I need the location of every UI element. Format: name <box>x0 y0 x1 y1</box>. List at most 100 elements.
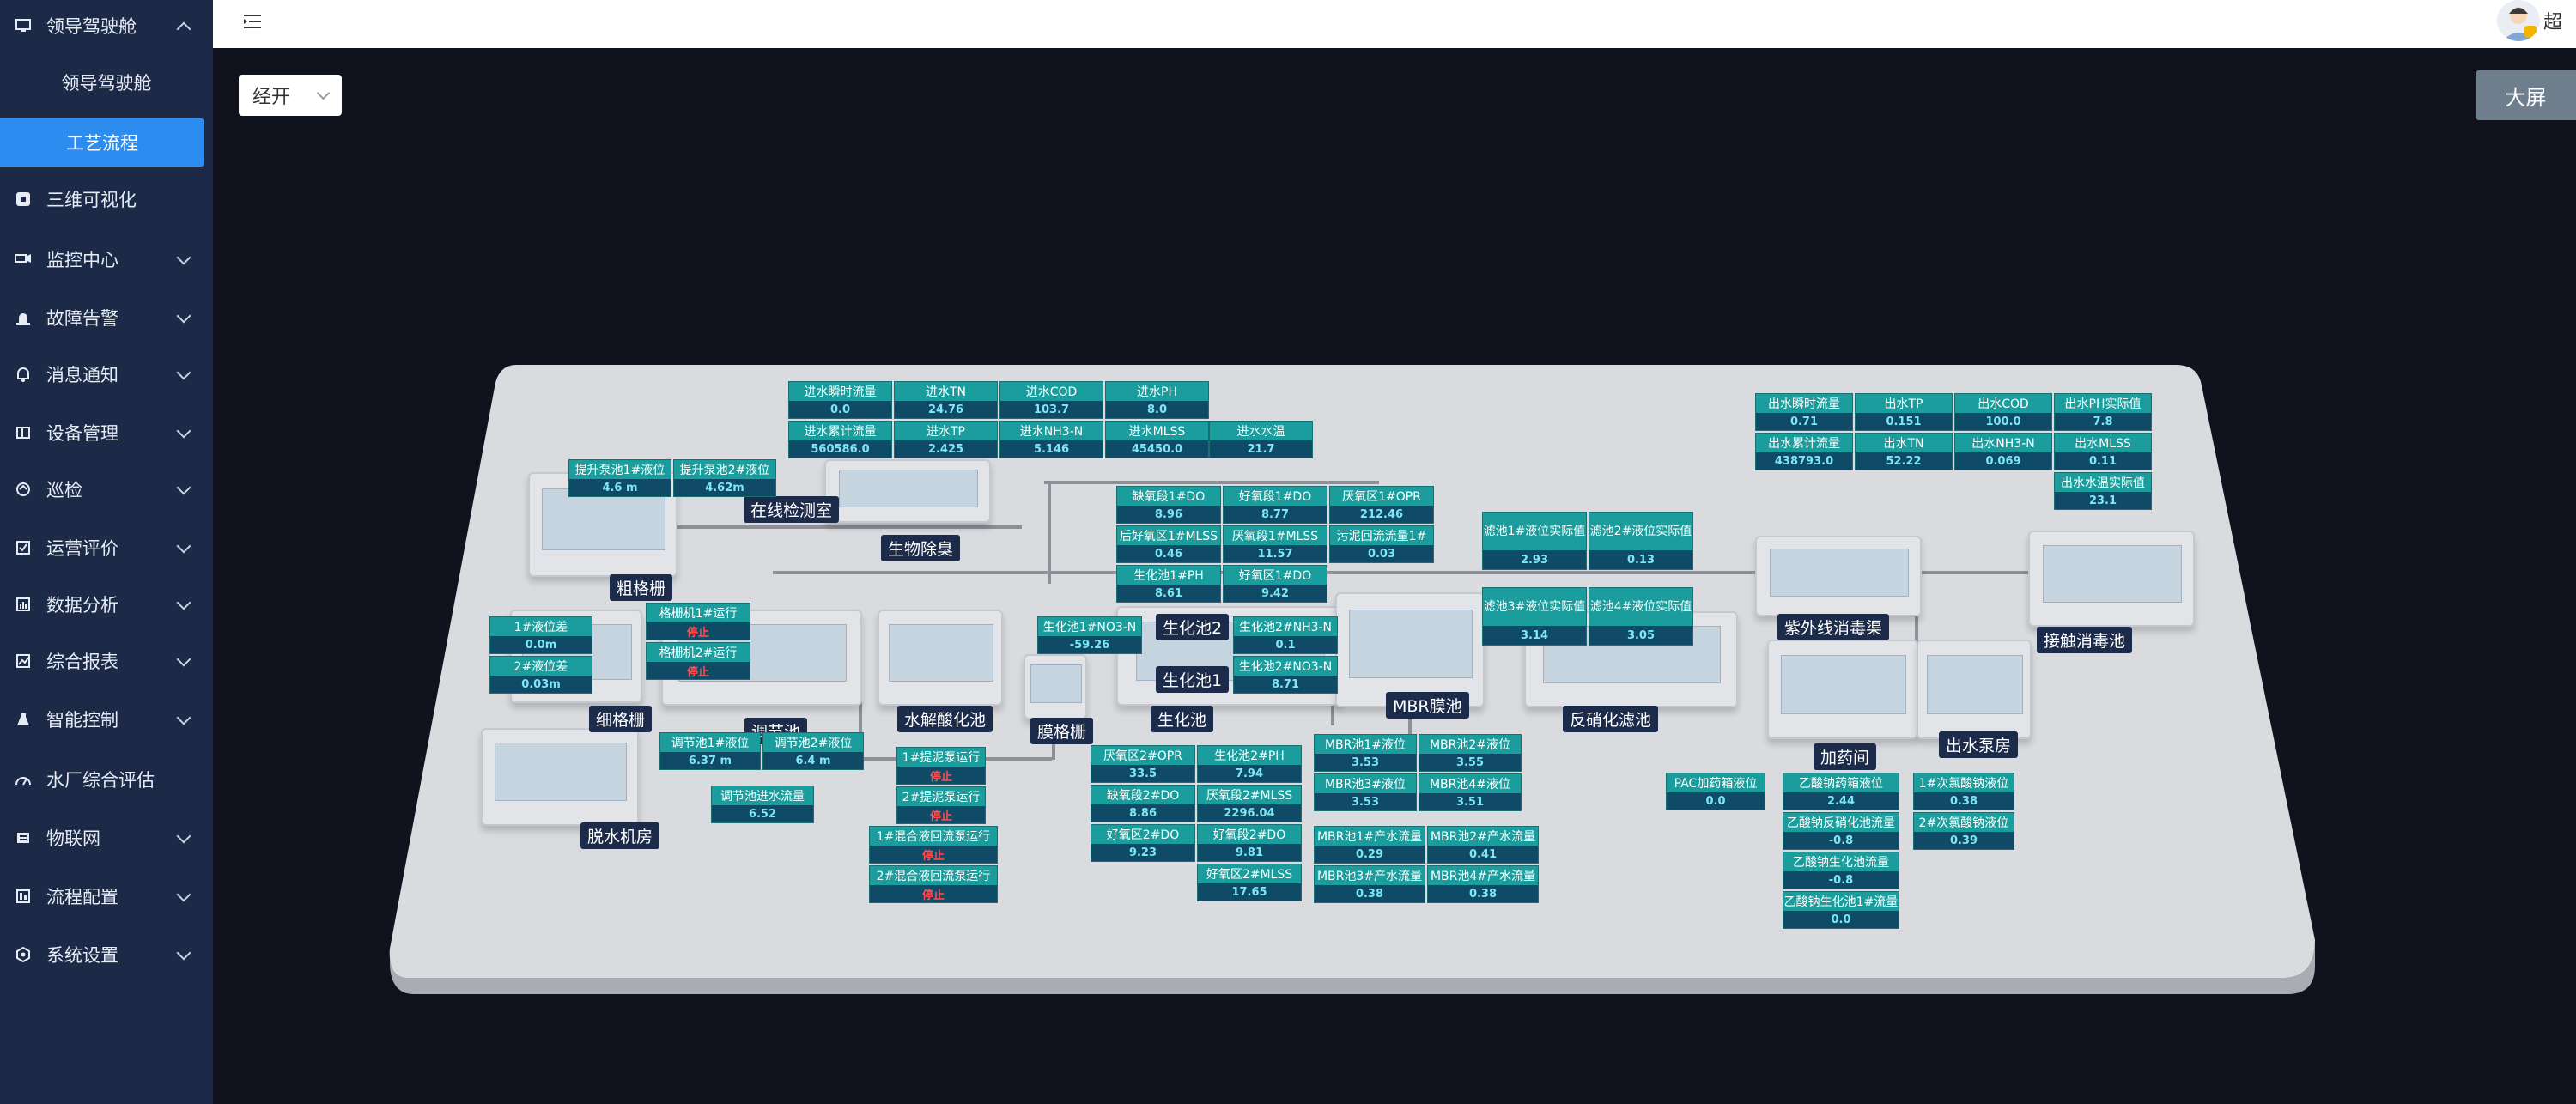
bio-deodor-tank[interactable] <box>824 459 991 523</box>
menu-evaluation[interactable]: 运营评价 <box>0 522 213 573</box>
bio-cell[interactable]: 生化池1#NO3-N-59.26 <box>1037 616 1142 654</box>
membrane-screen-tank[interactable] <box>1024 654 1087 719</box>
dosing-room-tank[interactable] <box>1767 640 1918 739</box>
screen-machine-cell[interactable]: 格栅机1#运行停止 <box>646 603 750 640</box>
pump-cell[interactable]: 1#混合液回流泵运行停止 <box>869 826 998 864</box>
uv-channel-tank[interactable] <box>1755 536 1922 616</box>
contact-pool-tank[interactable] <box>2028 531 2195 627</box>
menu-message[interactable]: 消息通知 <box>0 349 213 400</box>
area-select[interactable]: 经开 <box>239 75 342 116</box>
mbr-pool-tank[interactable] <box>1335 592 1485 707</box>
pump-cell[interactable]: 2#提泥泵运行停止 <box>896 786 986 824</box>
avatar[interactable] <box>2497 0 2540 41</box>
menu-smart-control[interactable]: 智能控制 <box>0 694 213 745</box>
menu-device[interactable]: 设备管理 <box>0 407 213 458</box>
menu-fault-alarm[interactable]: 故障告警 <box>0 292 213 343</box>
menu-report[interactable]: 综合报表 <box>0 635 213 687</box>
menu-fold-icon[interactable] <box>244 12 263 31</box>
menu-iot[interactable]: 物联网 <box>0 812 213 864</box>
user-name[interactable]: 超 <box>2543 12 2563 33</box>
outlet-pump-tank[interactable] <box>1917 640 2032 739</box>
dewatering-tank[interactable] <box>481 728 639 826</box>
menu-monitor-center[interactable]: 监控中心 <box>0 234 213 285</box>
dosing-cell[interactable]: 乙酸钠反硝化池流量-0.8 <box>1783 812 1899 850</box>
screen-machine-cell[interactable]: 格栅机2#运行停止 <box>646 642 750 680</box>
submenu-leader-cockpit[interactable]: 领导驾驶舱 <box>0 58 213 106</box>
big-screen-button[interactable]: 大屏 <box>2476 70 2576 120</box>
menu-3d-visual[interactable]: 三维可视化 <box>0 173 213 225</box>
menu-system-settings[interactable]: 系统设置 <box>0 929 213 980</box>
bio-cell[interactable]: 污泥回流流量1#0.03 <box>1329 525 1434 563</box>
pump-cell[interactable]: 2#混合液回流泵运行停止 <box>869 865 998 903</box>
pump-cell[interactable]: 1#提泥泵运行停止 <box>896 747 986 785</box>
menu-plant-assessment[interactable]: 水厂综合评估 <box>0 754 213 805</box>
menu-patrol[interactable]: 巡检 <box>0 464 213 515</box>
menu-leader-cockpit[interactable]: 领导驾驶舱 <box>0 0 213 52</box>
menu-data-analysis[interactable]: 数据分析 <box>0 579 213 630</box>
menu-flow-config[interactable]: 流程配置 <box>0 870 213 922</box>
cell-label: 出水MLSS <box>2075 437 2131 451</box>
hydrolysis-tank[interactable] <box>878 610 1003 706</box>
dosing-cell[interactable]: 乙酸钠生化池流量-0.8 <box>1783 852 1899 889</box>
submenu-process-flow[interactable]: 工艺流程 <box>0 118 204 167</box>
